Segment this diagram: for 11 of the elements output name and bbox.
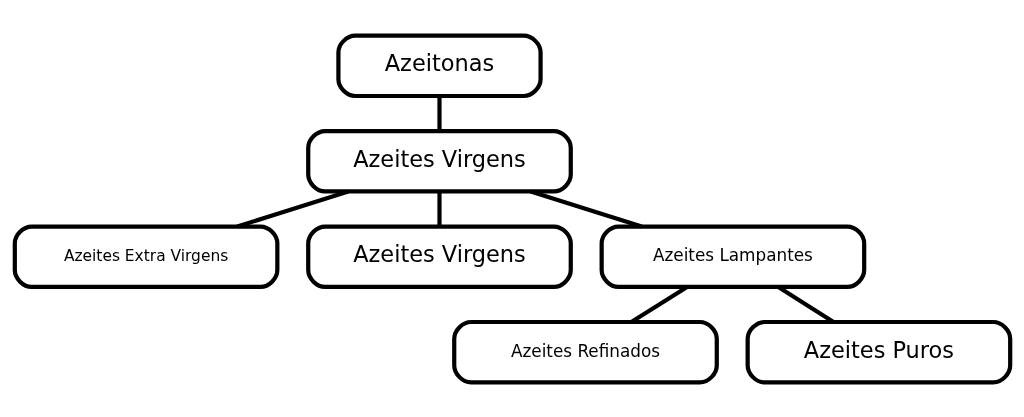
connector — [436, 191, 442, 226]
node-box: Azeites Virgens — [305, 128, 573, 194]
node-box: Azeites Virgens — [305, 223, 573, 289]
connector — [529, 188, 642, 229]
node-box: Azeitonas — [335, 33, 543, 98]
connector — [436, 95, 442, 131]
node-box: Azeites Extra Virgens — [12, 223, 279, 289]
node-box: Azeites Refinados — [451, 319, 719, 384]
node-box: Azeites Puros — [745, 319, 1012, 384]
connector — [236, 188, 349, 229]
node-box: Azeites Lampantes — [599, 223, 866, 289]
